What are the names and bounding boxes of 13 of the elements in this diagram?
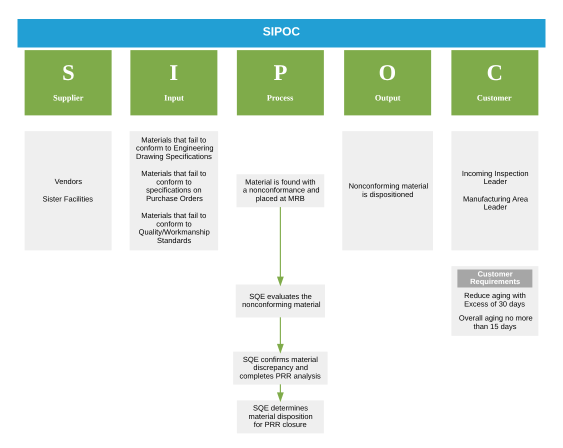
node-box: SQE determines material disposition for PRR closure [236, 400, 324, 433]
arrow [276, 316, 284, 354]
diagram-title: SIPOC [262, 24, 300, 38]
node-box: I Input [130, 50, 218, 115]
arrow [276, 206, 284, 286]
node-box: P Process [236, 50, 324, 115]
node-box: C Customer [451, 50, 538, 115]
node-box: O Output [344, 50, 432, 115]
node-box: SQE confirms material discrepancy and completes PRR analysis [233, 351, 328, 384]
node-box: Customer Requirements Reduce aging with Excess of 30 days Overall aging no more than 15 days [451, 266, 538, 336]
node-box: S Supplier [24, 50, 112, 115]
node-box: SQE evaluates the nonconforming material [236, 284, 325, 317]
node-box: Material is found with a nonconformance and placed at MRB [236, 174, 324, 207]
